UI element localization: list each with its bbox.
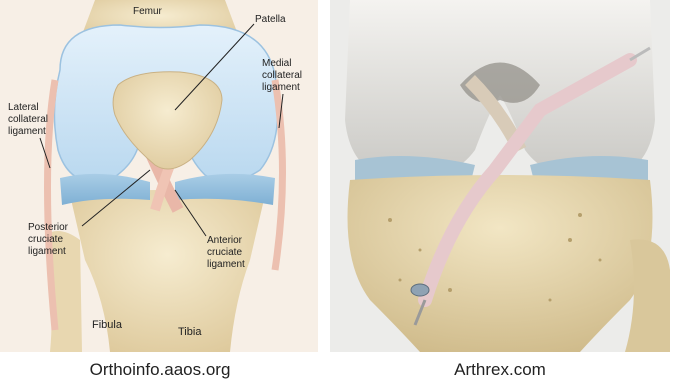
label-medial-collateral-1: Medial <box>262 58 291 69</box>
label-lateral-collateral-3: ligament <box>8 126 46 137</box>
acl-reconstruction-illustration <box>330 0 670 352</box>
label-medial-collateral-3: ligament <box>262 82 300 93</box>
label-fibula: Fibula <box>92 319 123 331</box>
knee-anatomy-illustration: Femur Patella Medial collateral ligament… <box>0 0 318 352</box>
knee-anatomy-diagram: Femur Patella Medial collateral ligament… <box>0 0 318 352</box>
label-anterior-cruciate-2: cruciate <box>207 247 242 258</box>
caption-arthrex: Arthrex.com <box>400 360 600 380</box>
fixation-button <box>411 284 429 296</box>
label-posterior-cruciate-2: cruciate <box>28 234 63 245</box>
label-lateral-collateral-2: collateral <box>8 114 48 125</box>
label-medial-collateral-2: collateral <box>262 70 302 81</box>
caption-orthoinfo: Orthoinfo.aaos.org <box>40 360 280 380</box>
label-anterior-cruciate-1: Anterior <box>207 235 243 246</box>
label-tibia: Tibia <box>178 326 202 338</box>
label-lateral-collateral-1: Lateral <box>8 102 39 113</box>
acl-reconstruction-graphic <box>330 0 670 352</box>
label-posterior-cruciate-1: Posterior <box>28 222 69 233</box>
label-femur: Femur <box>133 6 163 17</box>
label-posterior-cruciate-3: ligament <box>28 246 66 257</box>
label-patella: Patella <box>255 14 286 25</box>
label-anterior-cruciate-3: ligament <box>207 259 245 270</box>
